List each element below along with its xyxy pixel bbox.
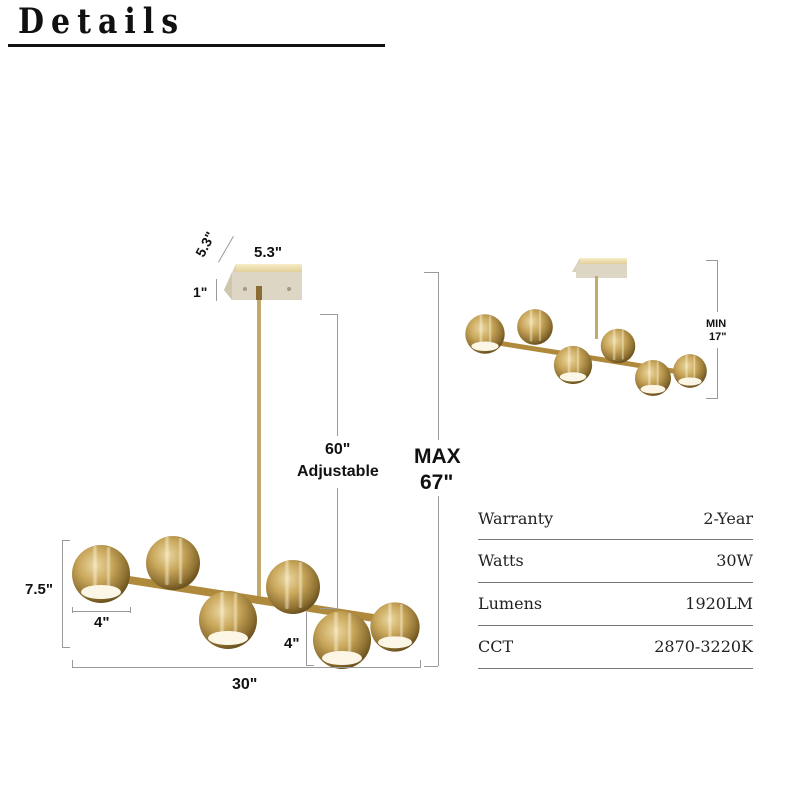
shade-height-label: 7.5" xyxy=(25,581,53,598)
rod-length-tick-top xyxy=(320,314,337,315)
min-height-tick-bottom xyxy=(706,398,718,399)
canopy-height-label: 1" xyxy=(193,284,208,300)
spec-value: 2870-3220K xyxy=(654,637,753,656)
canopy-height-line xyxy=(216,279,217,301)
title-underline xyxy=(8,44,385,47)
min-height-value: 17" xyxy=(709,331,727,343)
max-height-value: 67" xyxy=(420,471,454,494)
spec-row-cct: CCT 2870-3220K xyxy=(478,626,753,669)
max-height-line-bottom xyxy=(438,496,439,666)
rod-length-label: 60" xyxy=(325,441,351,458)
min-height-label: MIN xyxy=(706,318,727,330)
min-height-line-bottom xyxy=(717,348,718,398)
overall-width-line xyxy=(72,667,420,668)
canopy-width-label: 5.3" xyxy=(254,244,282,261)
rod-length-tick-bottom xyxy=(320,608,337,609)
canopy-mini xyxy=(572,258,627,278)
shade-diameter-line xyxy=(72,611,130,612)
overall-width-tick-right xyxy=(420,660,421,668)
spec-row-warranty: Warranty 2-Year xyxy=(478,498,753,540)
max-height-label: MAX xyxy=(414,445,461,468)
rod-length-line-bottom xyxy=(337,488,338,608)
max-height-tick-top xyxy=(424,272,438,273)
min-height-line-top xyxy=(717,260,718,312)
spec-label: Lumens xyxy=(478,594,543,613)
spec-label: CCT xyxy=(478,637,514,656)
shade-offset-tick xyxy=(306,665,314,666)
shade-height-tick-bottom xyxy=(62,647,70,648)
max-height-tick-bottom xyxy=(424,666,438,667)
max-height-line-top xyxy=(438,272,439,440)
spec-value: 30W xyxy=(716,551,753,570)
shade-offset-line xyxy=(306,612,307,665)
overall-width-label: 30" xyxy=(232,676,258,693)
spec-table: Warranty 2-Year Watts 30W Lumens 1920LM … xyxy=(478,498,753,669)
spec-value: 1920LM xyxy=(685,594,753,613)
spec-value: 2-Year xyxy=(703,508,753,528)
canopy-main xyxy=(224,264,302,300)
shade-height-line xyxy=(62,540,63,648)
overall-width-tick-left xyxy=(72,660,73,668)
min-height-tick-top xyxy=(706,260,718,261)
shade-diameter-tick-left xyxy=(72,607,73,613)
rod-length-line-top xyxy=(337,314,338,436)
spec-row-watts: Watts 30W xyxy=(478,540,753,583)
shade-diameter-label: 4" xyxy=(94,614,110,631)
spec-label: Warranty xyxy=(478,508,554,528)
shade-diameter-tick-right xyxy=(130,607,131,613)
shade-offset-label: 4" xyxy=(284,635,300,652)
spec-label: Watts xyxy=(478,551,524,570)
page-title: Details xyxy=(18,2,186,43)
rod-adjustable-label: Adjustable xyxy=(297,463,379,480)
spec-row-lumens: Lumens 1920LM xyxy=(478,583,753,626)
shade-height-tick-top xyxy=(62,540,70,541)
